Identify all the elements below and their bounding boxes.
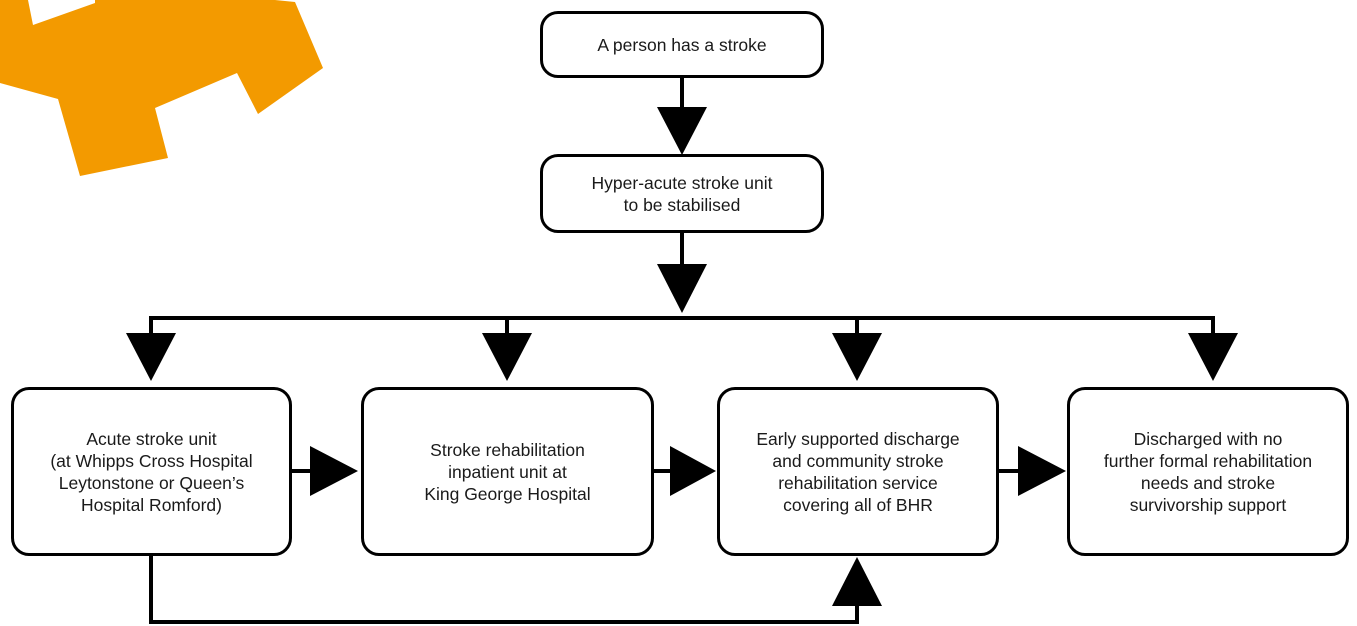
node-label-line: inpatient unit at xyxy=(448,461,567,482)
arrowhead-loop-esd xyxy=(832,557,882,606)
arrowhead-discharged xyxy=(1188,333,1238,381)
node-label-line: Stroke rehabilitation xyxy=(430,439,585,460)
node-label-line: rehabilitation service xyxy=(778,472,938,493)
node-label-line: further formal rehabilitation xyxy=(1103,450,1313,471)
orange-gear-icon xyxy=(0,0,323,176)
node-label-line: needs and stroke xyxy=(1140,472,1276,493)
node-label-line: Hospital Romford) xyxy=(80,494,222,515)
node-label-line: Acute stroke unit xyxy=(86,428,217,449)
arrowhead-rehab xyxy=(482,333,532,381)
node-start-label: A person has a stroke xyxy=(597,34,766,56)
arrowhead-start-hyper xyxy=(657,107,707,155)
node-label-line: Discharged with no xyxy=(1133,428,1283,449)
connector-acute-esd-loop xyxy=(149,555,859,624)
arrowhead-acute-rehab xyxy=(310,446,358,496)
node-label-line: to be stabilised xyxy=(623,194,741,215)
arrowhead-acute xyxy=(126,333,176,381)
node-start: A person has a stroke xyxy=(540,11,824,78)
arrowhead-esd-discharged xyxy=(1018,446,1066,496)
node-label-line: and community stroke xyxy=(772,450,944,471)
node-label-line: covering all of BHR xyxy=(783,494,933,515)
node-acute-label: Acute stroke unit(at Whipps Cross Hospit… xyxy=(50,428,252,516)
node-label-line: King George Hospital xyxy=(424,483,591,504)
node-label-line: Leytonstone or Queen’s xyxy=(58,472,245,493)
node-label-line: Hyper-acute stroke unit xyxy=(591,172,773,193)
arrowhead-hyper-bus xyxy=(657,264,707,313)
arrowhead-esd xyxy=(832,333,882,381)
node-label-line: A person has a stroke xyxy=(597,34,767,55)
node-label-line: survivorship support xyxy=(1129,494,1287,515)
node-label-line: Early supported discharge xyxy=(756,428,960,449)
node-acute-stroke-unit: Acute stroke unit(at Whipps Cross Hospit… xyxy=(11,387,292,556)
arrowhead-rehab-esd xyxy=(670,446,716,496)
node-label-line: (at Whipps Cross Hospital xyxy=(50,450,253,471)
